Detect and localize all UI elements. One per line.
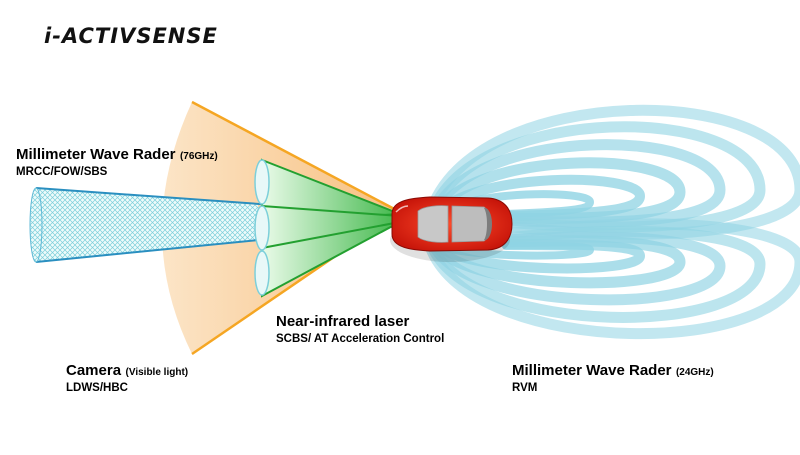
laser-label: Near-infrared laser SCBS/ AT Acceleratio… — [276, 313, 444, 345]
brand-logo: i-ACTIVSENSE — [44, 24, 218, 48]
rear-radar-label: Millimeter Wave Rader (24GHz) RVM — [512, 362, 714, 394]
rear-radar-systems: RVM — [512, 382, 538, 394]
camera-systems: LDWS/HBC — [66, 382, 128, 394]
front-radar-beam-end — [29, 187, 43, 263]
camera-title: Camera — [66, 362, 122, 379]
car-top-view — [390, 196, 513, 262]
front-radar-systems: MRCC/FOW/SBS — [16, 166, 108, 178]
camera-fan-edge-top — [191, 100, 401, 214]
front-radar-title: Millimeter Wave Rader — [16, 146, 176, 163]
front-radar-spec: (76GHz) — [179, 151, 218, 162]
camera-label: Camera (Visible light) LDWS/HBC — [66, 362, 188, 394]
laser-title: Near-infrared laser — [276, 313, 410, 330]
rear-radar-waves — [424, 104, 800, 339]
rear-radar-spec: (24GHz) — [675, 367, 714, 378]
camera-spec: (Visible light) — [125, 367, 189, 378]
front-radar-beam — [36, 188, 258, 262]
rear-radar-title: Millimeter Wave Rader — [512, 362, 672, 379]
laser-beams — [254, 158, 401, 298]
laser-systems: SCBS/ AT Acceleration Control — [276, 333, 445, 345]
front-radar-label: Millimeter Wave Rader (76GHz) MRCC/FOW/S… — [16, 146, 218, 178]
